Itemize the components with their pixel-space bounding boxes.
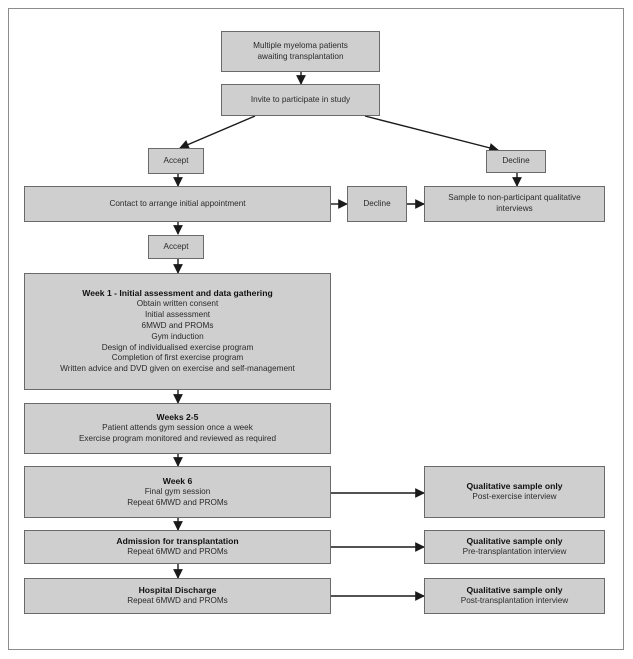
qual1-line-1: Post-exercise interview bbox=[472, 492, 557, 502]
accept-box-2: Accept bbox=[148, 235, 204, 259]
decline-label-2: Decline bbox=[363, 198, 391, 208]
qual-box-2: Qualitative sample only Pre-transplantat… bbox=[424, 530, 605, 564]
weeks25-box: Weeks 2-5 Patient attends gym session on… bbox=[24, 403, 331, 454]
decline-box-2: Decline bbox=[347, 186, 407, 222]
decline-box-1: Decline bbox=[486, 150, 546, 173]
arrow-invite-accept1 bbox=[179, 115, 256, 150]
nonparticipant-box: Sample to non-participant qualitative in… bbox=[424, 186, 605, 222]
qual2-line-1: Pre-transplantation interview bbox=[462, 547, 567, 557]
qual-box-1: Qualitative sample only Post-exercise in… bbox=[424, 466, 605, 518]
week1-line-5: Design of individualised exercise progra… bbox=[101, 342, 254, 352]
accept-label-2: Accept bbox=[163, 241, 189, 251]
contact-box: Contact to arrange initial appointment bbox=[24, 186, 331, 222]
week1-line-3: 6MWD and PROMs bbox=[141, 320, 214, 330]
week1-box: Week 1 - Initial assessment and data gat… bbox=[24, 273, 331, 390]
week6-line-2: Repeat 6MWD and PROMs bbox=[127, 497, 228, 507]
accept-label-1: Accept bbox=[163, 155, 189, 165]
week6-box: Week 6 Final gym session Repeat 6MWD and… bbox=[24, 466, 331, 518]
week1-title: Week 1 - Initial assessment and data gat… bbox=[82, 287, 273, 298]
discharge-line-1: Repeat 6MWD and PROMs bbox=[127, 596, 228, 606]
week1-line-7: Written advice and DVD given on exercise… bbox=[60, 364, 295, 374]
decline-label-1: Decline bbox=[502, 156, 530, 166]
qual1-title: Qualitative sample only bbox=[466, 480, 563, 491]
arrow-invite-decline1 bbox=[364, 115, 499, 153]
patients-line-2: awaiting transplantation bbox=[257, 51, 344, 61]
week1-line-1: Obtain written consent bbox=[136, 299, 219, 309]
week1-line-6: Completion of first exercise program bbox=[111, 353, 244, 363]
discharge-box: Hospital Discharge Repeat 6MWD and PROMs bbox=[24, 578, 331, 614]
qual3-title: Qualitative sample only bbox=[466, 584, 563, 595]
week1-line-4: Gym induction bbox=[151, 331, 204, 341]
invite-box: Invite to participate in study bbox=[221, 84, 380, 116]
weeks25-line-1: Patient attends gym session once a week bbox=[102, 423, 253, 433]
accept-box-1: Accept bbox=[148, 148, 204, 174]
discharge-title: Hospital Discharge bbox=[138, 584, 217, 595]
qual2-title: Qualitative sample only bbox=[466, 535, 563, 546]
patients-line-1: Multiple myeloma patients bbox=[253, 40, 348, 50]
qual3-line-1: Post-transplantation interview bbox=[460, 596, 569, 606]
weeks25-line-2: Exercise program monitored and reviewed … bbox=[78, 434, 277, 444]
invite-label: Invite to participate in study bbox=[250, 94, 351, 104]
contact-label: Contact to arrange initial appointment bbox=[109, 198, 246, 208]
nonparticipant-line-2: interviews bbox=[496, 204, 533, 213]
nonparticipant-line-1: Sample to non-participant qualitative bbox=[448, 193, 581, 203]
week6-title: Week 6 bbox=[162, 475, 193, 486]
weeks25-title: Weeks 2-5 bbox=[156, 412, 199, 422]
week6-line-1: Final gym session bbox=[144, 486, 211, 496]
admission-box: Admission for transplantation Repeat 6MW… bbox=[24, 530, 331, 564]
admission-title: Admission for transplantation bbox=[116, 535, 239, 546]
admission-line-1: Repeat 6MWD and PROMs bbox=[127, 547, 228, 557]
qual-box-3: Qualitative sample only Post-transplanta… bbox=[424, 578, 605, 614]
patients-box: Multiple myeloma patients awaiting trans… bbox=[221, 31, 380, 72]
week1-line-2: Initial assessment bbox=[144, 310, 211, 320]
